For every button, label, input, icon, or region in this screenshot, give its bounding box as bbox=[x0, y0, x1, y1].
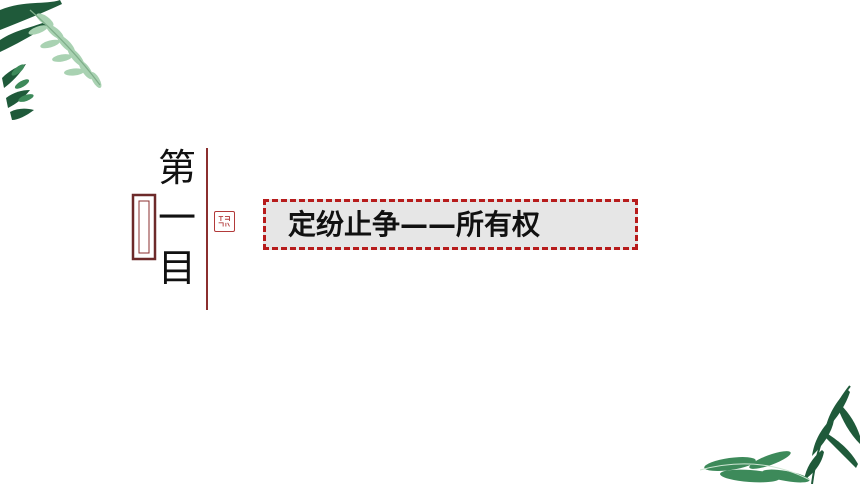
section-number-heading: 第 一 目 bbox=[156, 143, 198, 293]
heading-char-3: 目 bbox=[157, 246, 196, 290]
leaf-cluster-top-left-icon bbox=[0, 0, 102, 120]
heading-char-1: 第 bbox=[157, 146, 196, 190]
section-title: 定纷止争——所有权 bbox=[288, 208, 541, 241]
seal-stamp-icon bbox=[214, 211, 235, 232]
scroll-frame-icon bbox=[131, 193, 157, 261]
heading-char-2: 一 bbox=[157, 196, 196, 240]
leaf-cluster-bottom-right-icon bbox=[700, 385, 860, 484]
vertical-divider bbox=[206, 148, 208, 310]
section-title-box: 定纷止争——所有权 bbox=[263, 199, 638, 250]
